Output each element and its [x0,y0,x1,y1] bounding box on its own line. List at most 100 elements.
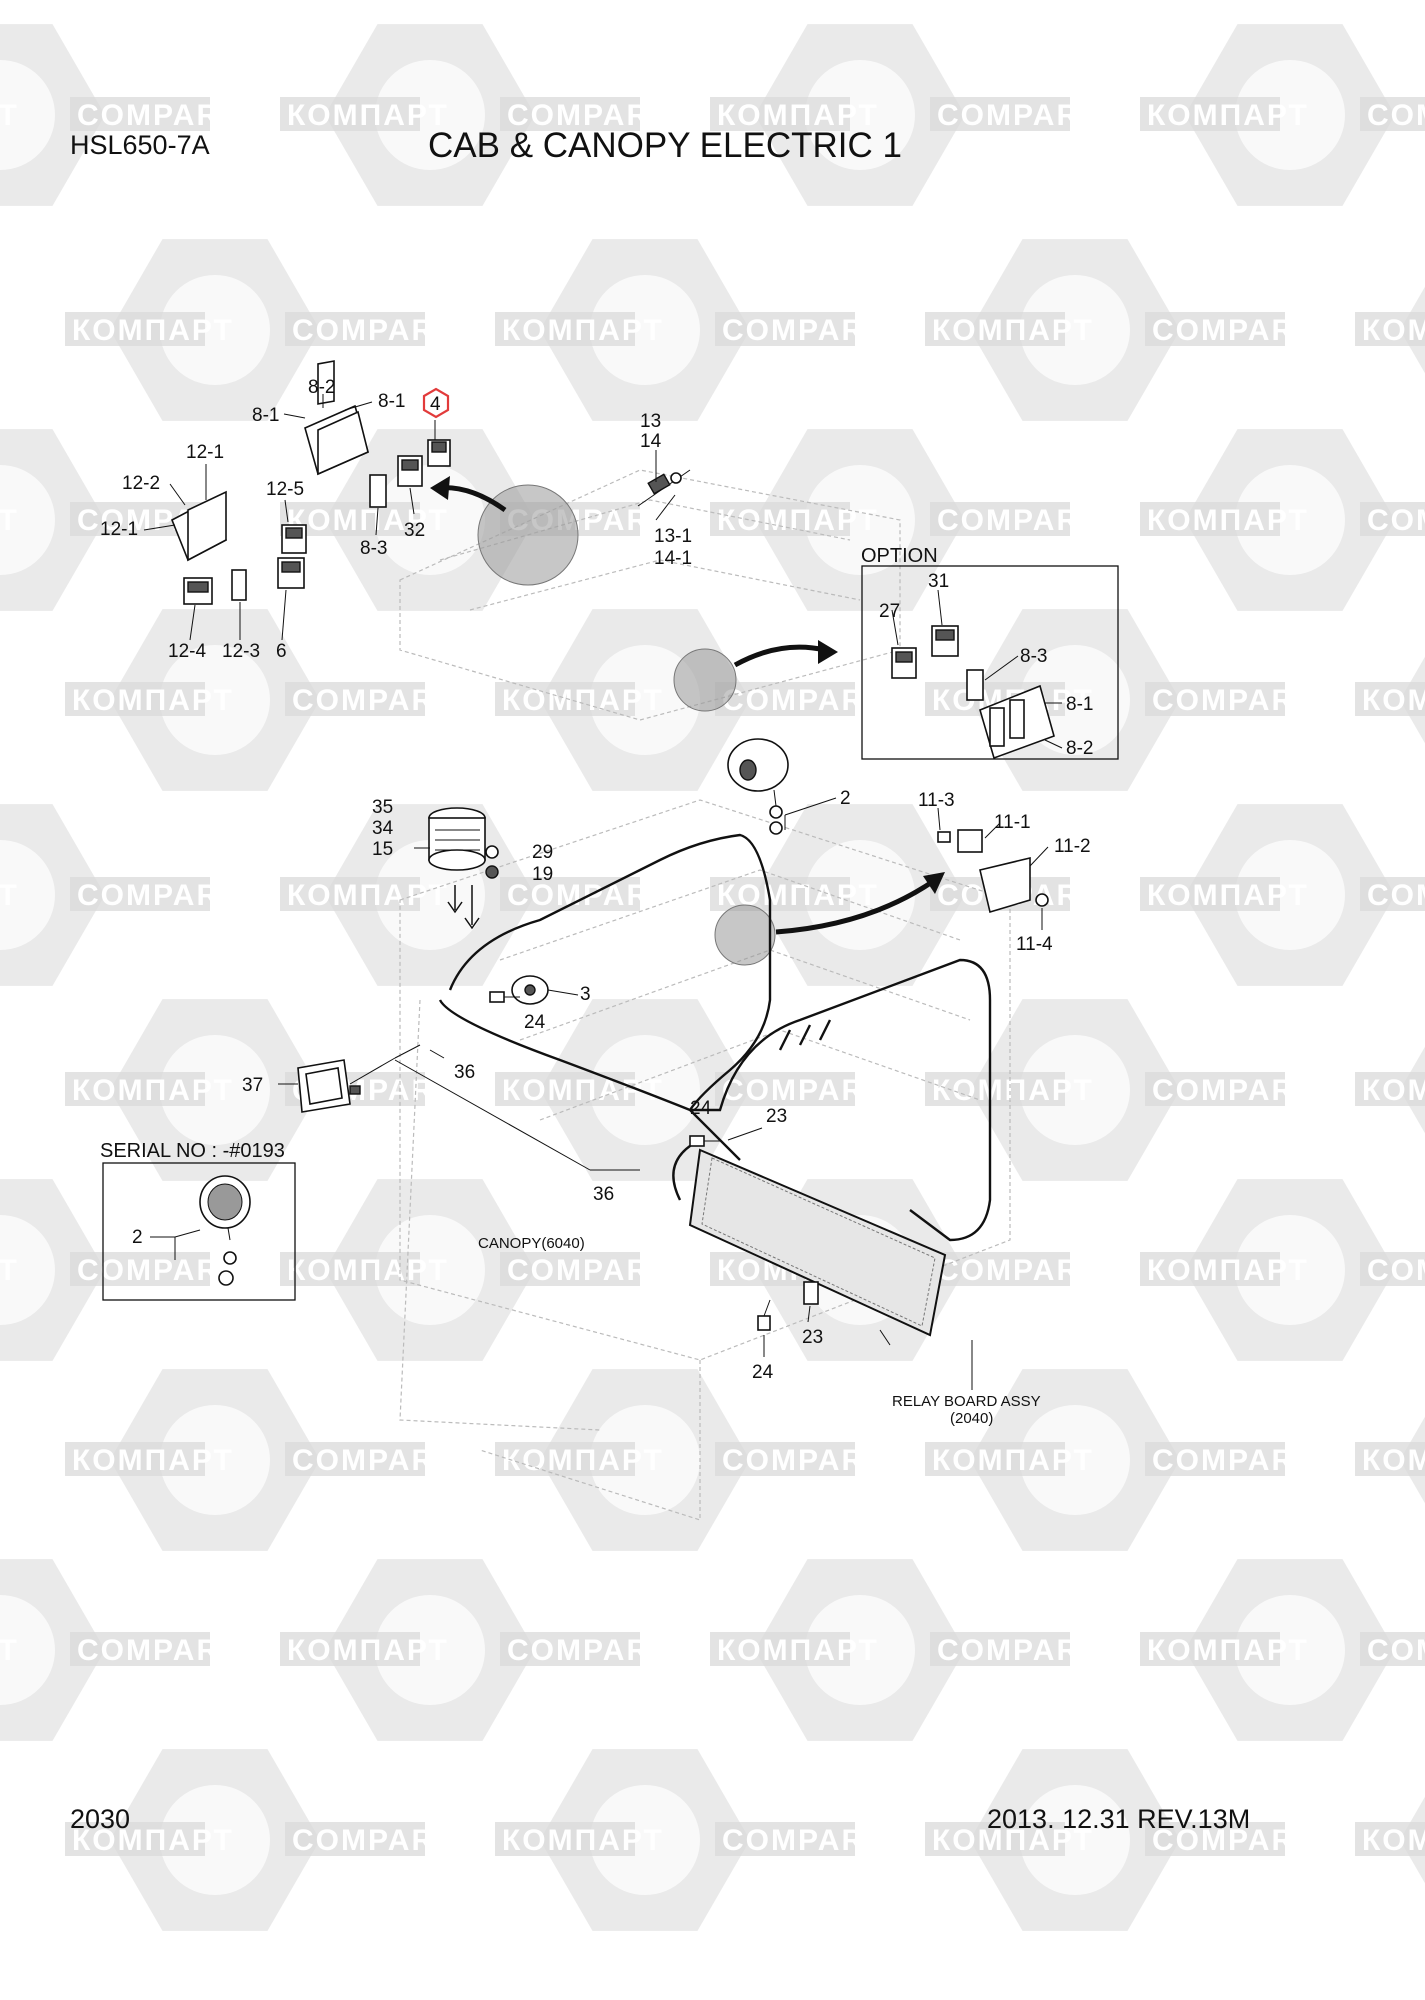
watermark-band [1360,502,1425,536]
canopy-ghost-outline [399,799,1011,1521]
watermark-text: COMPART [1367,1254,1425,1287]
watermark-ring [160,1035,270,1145]
switch-bezel-12-1 [170,490,228,562]
watermark-ring [1020,1785,1130,1895]
watermark-band [930,97,1070,131]
watermark-text: COMPART [722,1824,885,1857]
callout-31: 31 [928,571,949,592]
relay-board-code: (2040) [950,1410,993,1427]
watermark-band [1355,1072,1425,1106]
watermark-band [1145,312,1285,346]
watermark-band [1140,502,1280,536]
watermark-band [495,1822,635,1856]
watermark-ring [1235,1215,1345,1325]
callout-29: 29 [532,842,553,863]
watermark-text: КОМПАРТ [0,504,19,537]
switch-bezel-8-1 [304,360,369,476]
watermark-band [1355,312,1425,346]
rocker-switch-4 [427,439,451,467]
canopy-label: CANOPY(6040) [478,1235,585,1252]
watermark-text: КОМПАРТ [1147,504,1309,537]
callout-12-1: 12-1 [186,442,224,463]
watermark-text: КОМПАРТ [932,314,1094,347]
watermark-band [65,682,205,716]
watermark-text: КОМПАРТ [287,1254,449,1287]
watermark-band [1140,97,1280,131]
callout-12-4: 12-4 [168,641,206,662]
callout-23: 23 [802,1327,823,1348]
arrowhead-option [818,640,838,664]
callout-15: 15 [372,839,393,860]
watermark-text: КОМПАРТ [72,1444,234,1477]
watermark-text: КОМПАРТ [72,1074,234,1107]
watermark-text: КОМПАРТ [1147,1254,1309,1287]
watermark-band [495,1442,635,1476]
watermark-text: КОМПАРТ [72,684,234,717]
rocker-switch-12-4 [183,577,213,605]
watermark-band [1360,97,1425,131]
watermark-text: COMPART [292,684,455,717]
watermark-band [70,1632,210,1666]
watermark-band [65,1072,205,1106]
watermark-band [925,1442,1065,1476]
callout-6: 6 [276,641,287,662]
callout-11-3: 11-3 [918,790,955,811]
watermark-text: КОМПАРТ [502,1074,664,1107]
watermark-text: COMPART [937,504,1100,537]
callout-12-5: 12-5 [266,479,304,500]
watermark-band [715,312,855,346]
watermark-ring [375,465,485,575]
callout-labels: 8-2 8-1 8-1 4 12-1 12-2 12-1 12-5 13 14 … [100,377,1093,1427]
watermark-text: COMPART [507,1254,670,1287]
watermark-band [930,1252,1070,1286]
watermark-band [715,1442,855,1476]
callout-35: 35 [372,797,393,818]
relay-11-1 [937,829,983,853]
watermark-text: КОМПАРТ [1362,1824,1425,1857]
watermark-text: КОМПАРТ [932,1824,1094,1857]
callout-24: 24 [690,1098,712,1119]
rocker-switch-27-option [891,647,917,679]
watermark-text: COMPART [722,1074,885,1107]
watermark-ring [160,1405,270,1515]
watermark-ring [375,1215,485,1325]
watermark-text: COMPART [77,1634,240,1667]
detail-arrow-option [733,644,826,668]
bolt-24-lower [757,1299,771,1331]
callout-12-1: 12-1 [100,519,138,540]
watermark-ring [590,1035,700,1145]
watermark-text: COMPART [1367,99,1425,132]
watermark-band [710,1632,850,1666]
watermark-ring [1235,465,1345,575]
relay-board-assy [688,1148,947,1346]
watermark-band [925,1822,1065,1856]
callout-8-1: 8-1 [378,391,405,412]
watermark-band [65,1822,205,1856]
watermark-text: КОМПАРТ [1362,314,1425,347]
callout-2: 2 [840,788,851,809]
watermark-text: COMPART [1152,1074,1315,1107]
watermark-ring [375,60,485,170]
watermark-text: КОМПАРТ [717,504,879,537]
option-box [861,565,1119,760]
watermark-ring [1020,1035,1130,1145]
watermark-ring [0,1595,55,1705]
detail-arrow-relay [775,877,937,935]
watermark-band [930,502,1070,536]
switch-plate-8-3-option [966,669,984,701]
watermark-text: COMPART [507,1634,670,1667]
watermark-text: COMPART [937,1254,1100,1287]
watermark-band [1145,1442,1285,1476]
watermark-band [65,1442,205,1476]
callout-36: 36 [454,1062,475,1083]
watermark-text: КОМПАРТ [717,1634,879,1667]
watermark-ring [805,1595,915,1705]
watermark-ring [1235,1595,1345,1705]
rocker-switch-31-option [931,625,959,657]
watermark-band [930,1632,1070,1666]
watermark-band [1360,1632,1425,1666]
watermark-band [495,312,635,346]
callout-11-1: 11-1 [994,812,1031,833]
highlight-marker-4 [422,387,450,419]
work-lamp-37 [297,1059,361,1113]
